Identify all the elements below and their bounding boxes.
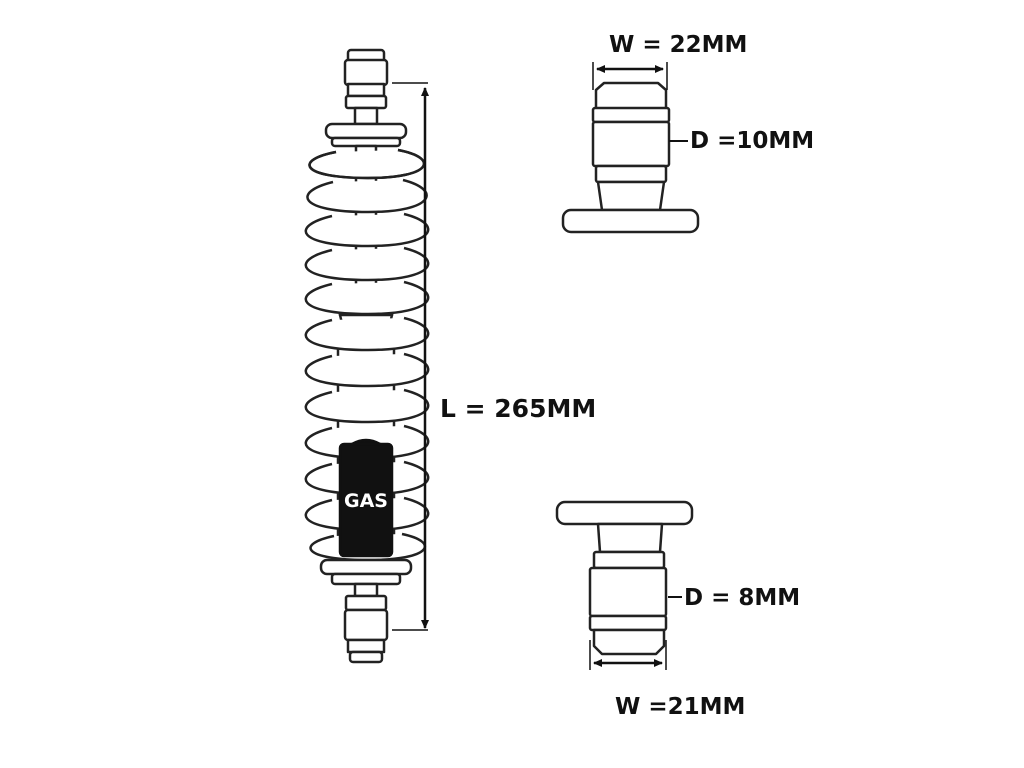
- top-mount-width-dimension: [592, 62, 668, 90]
- bottom-mount-detail: [555, 500, 694, 656]
- shock-top-spring-seat: [324, 122, 408, 148]
- shock-bottom-spring-seat: [319, 558, 413, 586]
- top-mount-diameter-label: D =10MM: [690, 128, 814, 154]
- top-mount-width-label: W = 22MM: [609, 32, 747, 58]
- coil-spring: [304, 148, 430, 562]
- length-label: L = 265MM: [440, 394, 596, 423]
- top-mount-detail: [561, 81, 700, 234]
- shock-bottom-eye: [343, 582, 389, 664]
- shock-absorber: [304, 48, 430, 664]
- bottom-mount-width-dimension: [589, 640, 667, 670]
- bottom-mount-diameter-label: D = 8MM: [684, 585, 800, 611]
- gas-badge-label: GAS: [344, 490, 388, 512]
- shock-top-eye: [343, 48, 389, 126]
- bottom-mount-width-label: W =21MM: [615, 694, 745, 720]
- gas-reservoir: [338, 438, 394, 558]
- length-dimension: [392, 82, 429, 631]
